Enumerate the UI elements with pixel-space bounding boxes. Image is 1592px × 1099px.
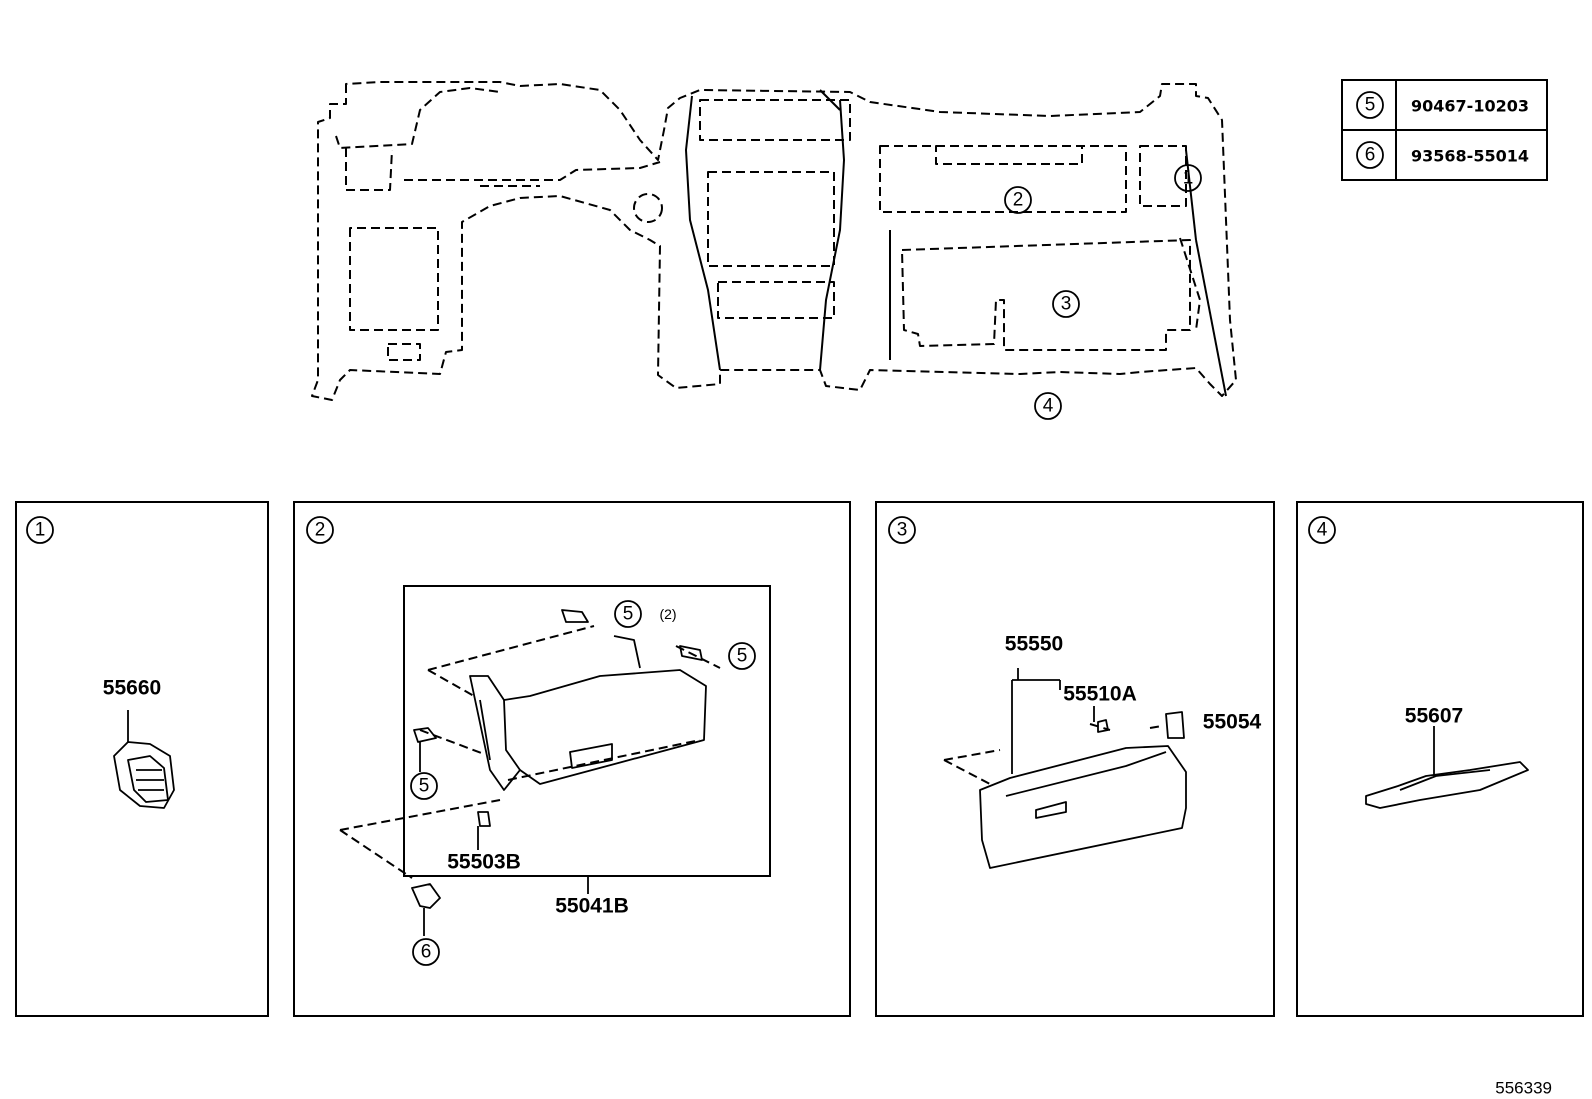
- legend-ref-6: 6: [1365, 145, 1376, 166]
- overview-callout-2: 2: [1013, 190, 1024, 211]
- panel-2-frame: [293, 501, 851, 1017]
- quantity-label: (2): [659, 606, 676, 622]
- overview-callout-1: 1: [1183, 168, 1194, 189]
- panel-2-inner-frame: [403, 585, 771, 877]
- part-number-55550: 55550: [1005, 633, 1063, 656]
- overview-callout-3: 3: [1061, 294, 1072, 315]
- clip-drawing: [413, 727, 437, 743]
- clip-drawing: [561, 609, 589, 623]
- diagram-code: 556339: [1495, 1079, 1552, 1098]
- vent-part-drawing: [113, 741, 175, 809]
- part-number-55660: 55660: [103, 677, 161, 700]
- panel-2-callout-5c: 5: [419, 776, 430, 797]
- legend-ref-5: 5: [1365, 95, 1376, 116]
- panel-4-frame: [1296, 501, 1584, 1017]
- panel-3-frame: [875, 501, 1275, 1017]
- panel-2-callout-5a: 5: [623, 604, 634, 625]
- part-number-55054: 55054: [1203, 711, 1262, 734]
- glove-box-lock-drawing: [1097, 719, 1109, 733]
- panel-1-ref: 1: [35, 520, 46, 541]
- dashboard-outline: [311, 81, 1237, 401]
- damper-drawing: [1165, 711, 1185, 739]
- overview-callout-4: 4: [1043, 396, 1054, 417]
- part-number-55041B: 55041B: [555, 895, 629, 918]
- screw-drawing: [411, 883, 441, 909]
- part-number-55503B: 55503B: [447, 851, 521, 874]
- panel-2-callout-5b: 5: [737, 646, 748, 667]
- panel-2-callout-6: 6: [421, 942, 432, 963]
- legend-part-5: 90467-10203: [1411, 97, 1529, 116]
- panel-4-ref: 4: [1317, 520, 1328, 541]
- bracket-drawing: [1365, 761, 1529, 809]
- panel-3-ref: 3: [897, 520, 908, 541]
- part-number-55510A: 55510A: [1063, 683, 1137, 706]
- glove-box-drawing: [979, 745, 1187, 869]
- panel-2-ref: 2: [315, 520, 326, 541]
- clip-drawing: [477, 811, 491, 827]
- legend-part-6: 93568-55014: [1411, 147, 1529, 166]
- part-number-55607: 55607: [1405, 705, 1463, 728]
- glove-box-panel-drawing: [469, 635, 707, 791]
- clip-drawing: [679, 645, 703, 661]
- panel-1-frame: [15, 501, 269, 1017]
